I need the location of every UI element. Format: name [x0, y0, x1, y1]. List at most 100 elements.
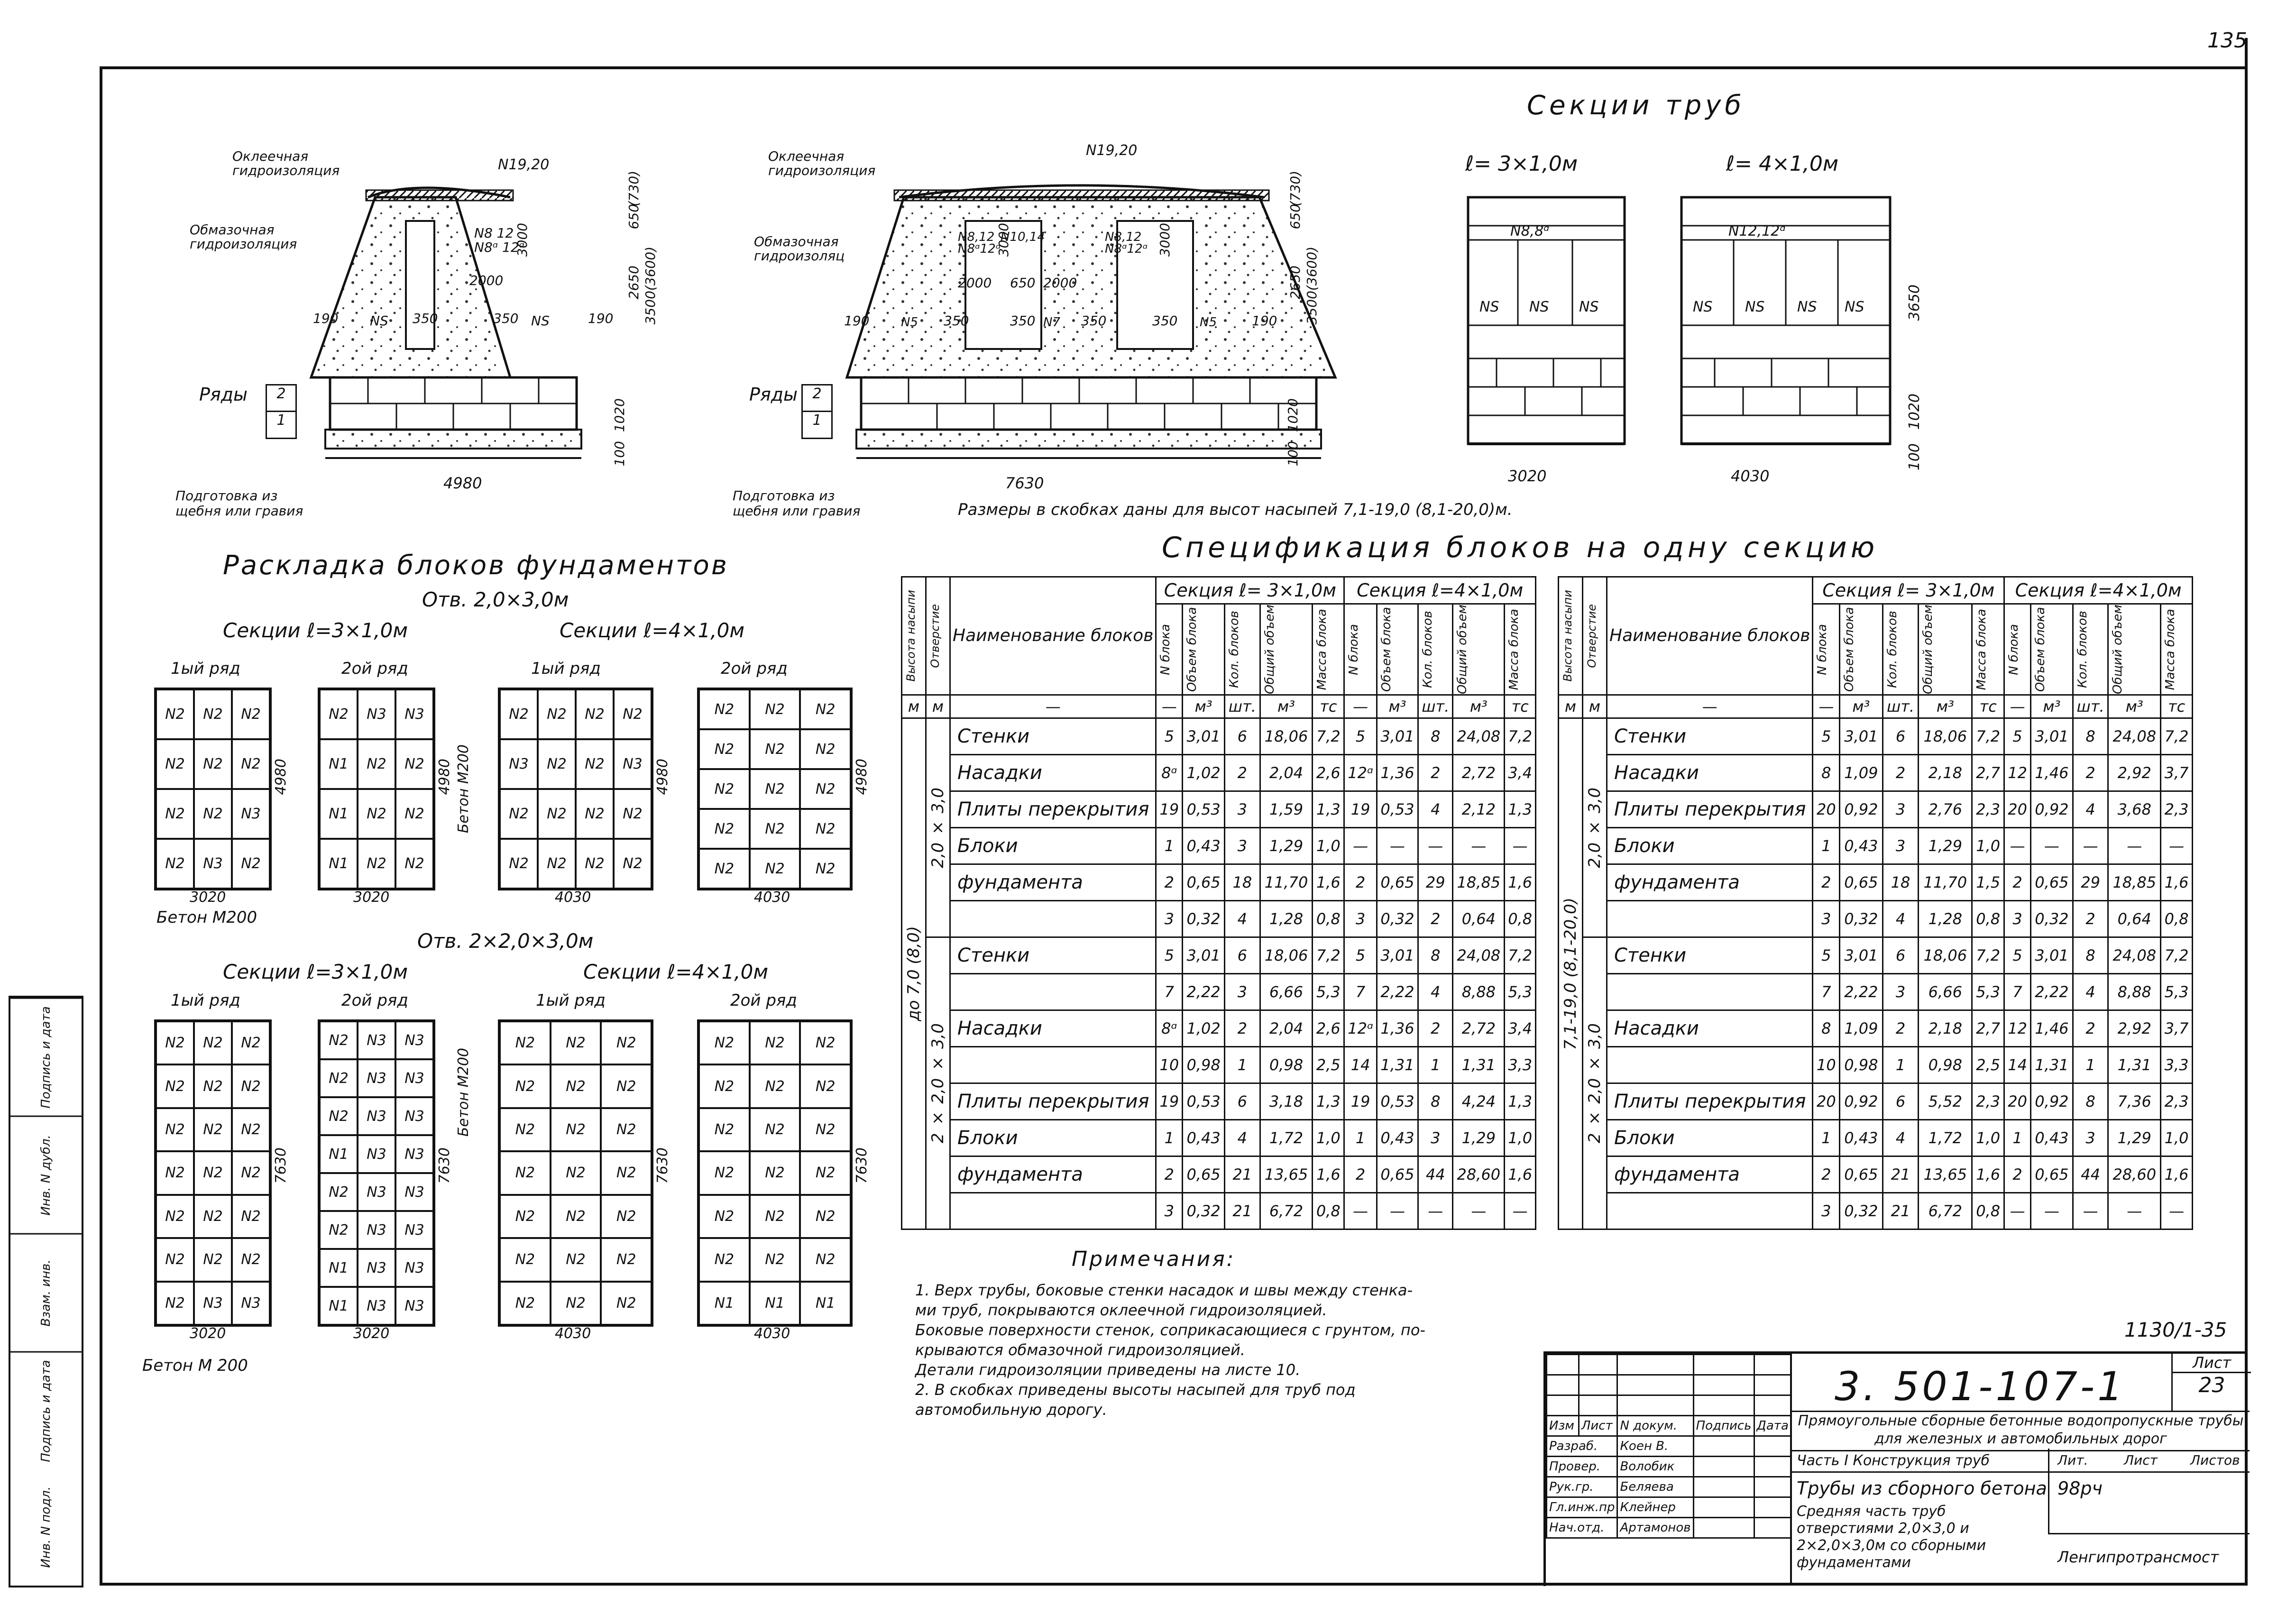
- block: N2: [500, 789, 538, 839]
- value-cell: 0,92: [1839, 1082, 1883, 1120]
- value-cell: 0,32: [2030, 899, 2074, 938]
- value-cell: 2,72: [1452, 753, 1506, 792]
- unit-cell: м: [1558, 694, 1583, 719]
- stamp-org: Ленгипротрансмост: [2057, 1548, 2219, 1566]
- value-cell: 7,2: [1971, 717, 2005, 755]
- value-cell: 0,43: [1182, 826, 1226, 865]
- ns-mark-5: NS: [1745, 299, 1765, 315]
- g8-height: 7630: [854, 1147, 870, 1184]
- side-label-1: Подпись и дата: [10, 998, 82, 1116]
- block-name: Блоки: [1606, 826, 1814, 865]
- stamp-person: Беляева: [1616, 1476, 1694, 1498]
- block: N3: [614, 739, 652, 789]
- stamp-title: Прямоугольные сборные бетонные водопропу…: [1792, 1411, 2250, 1451]
- mark-n8: N8,8ᵅ: [1510, 223, 1550, 239]
- block-name: фундамента: [949, 1155, 1157, 1193]
- value-cell: 0,65: [1376, 1155, 1419, 1193]
- value-cell: 1,46: [2030, 1009, 2074, 1047]
- value-cell: 2,3: [2160, 1082, 2193, 1120]
- height-cell: 7,1-19,0 (8,1-20,0): [1558, 717, 1583, 1230]
- stamp-sheet-box: Лист 23: [2171, 1354, 2251, 1411]
- stamp-list: Лист: [2124, 1452, 2158, 1468]
- value-cell: 20: [1812, 790, 1841, 828]
- hdr-sec3: Секция ℓ= 3×1,0м: [1812, 576, 2005, 605]
- cs2-dim-190-left: 190: [844, 313, 870, 329]
- value-cell: 0,65: [1839, 863, 1883, 901]
- value-cell: 0,32: [1839, 1192, 1883, 1230]
- value-cell: 1,29: [1918, 826, 1973, 865]
- block: N2: [538, 689, 576, 739]
- value-cell: 5,3: [1971, 973, 2005, 1011]
- value-cell: 14: [1343, 1046, 1378, 1084]
- block: N2: [232, 1064, 270, 1108]
- block: N3: [395, 1249, 433, 1287]
- value-cell: 6,66: [1259, 973, 1313, 1011]
- value-cell: 3,68: [2107, 790, 2162, 828]
- unit-cell: —: [1155, 694, 1184, 719]
- value-cell: 0,65: [1376, 863, 1419, 901]
- block-name: [1606, 973, 1814, 1011]
- value-cell: 2,3: [1971, 1082, 2005, 1120]
- value-cell: 6: [1882, 936, 1919, 974]
- value-cell: 2,76: [1918, 790, 1973, 828]
- side-label-4: Подпись и дата: [10, 1351, 82, 1469]
- stamp-head-izm: Изм: [1546, 1415, 1580, 1437]
- block: N2: [194, 1108, 232, 1152]
- value-cell: 1: [1224, 1046, 1261, 1084]
- value-cell: 3,18: [1259, 1082, 1313, 1120]
- block: N2: [699, 809, 750, 849]
- layout-title: Раскладка блоков фундаментов: [223, 550, 729, 581]
- block: N2: [550, 1021, 601, 1065]
- g5-height: 7630: [273, 1147, 289, 1184]
- stamp-code: 3. 501-107-1: [1835, 1363, 2126, 1410]
- block-name: Плиты перекрытия: [1606, 790, 1814, 828]
- value-cell: 1,28: [1259, 899, 1313, 938]
- cs2-dim-3000-right: 3000: [1157, 223, 1173, 257]
- block: N2: [156, 1281, 194, 1325]
- block: N2: [500, 839, 538, 889]
- value-cell: 1,6: [1971, 1155, 2005, 1193]
- block: N3: [232, 1281, 270, 1325]
- unit-cell: м: [901, 694, 927, 719]
- value-cell: 29: [2072, 863, 2109, 901]
- stamp-role: Разраб.: [1545, 1435, 1618, 1457]
- block: N2: [800, 809, 851, 849]
- stamp-sheet-code: 98рч: [2057, 1478, 2103, 1499]
- value-cell: 0,53: [1182, 1082, 1226, 1120]
- value-cell: 8: [2072, 717, 2109, 755]
- block: N2: [601, 1064, 652, 1108]
- stamp-head-date: Дата: [1753, 1415, 1792, 1437]
- value-cell: 1,09: [1839, 753, 1883, 792]
- value-cell: 7: [1812, 973, 1841, 1011]
- cs1-bedding: Подготовка из щебня или гравия: [175, 488, 303, 519]
- block: N2: [500, 1238, 551, 1282]
- block-name: [949, 1046, 1157, 1084]
- value-cell: 3: [1417, 1119, 1454, 1157]
- value-cell: 1,3: [1504, 790, 1536, 828]
- value-cell: 12ᵅ: [1343, 753, 1378, 792]
- value-cell: 1,36: [1376, 1009, 1419, 1047]
- note-line: ми труб, покрываются оклеечной гидроизол…: [915, 1301, 1327, 1319]
- value-cell: 1,3: [1312, 790, 1345, 828]
- value-cell: 1,02: [1182, 1009, 1226, 1047]
- block: N2: [749, 1021, 800, 1065]
- l2-row1-b: 1ый ряд: [536, 991, 606, 1010]
- height-cell: до 7,0 (8,0): [901, 717, 927, 1230]
- block: N2: [699, 1021, 750, 1065]
- value-cell: 21: [1224, 1155, 1261, 1193]
- cs2-dim-2000-left: 2000: [958, 275, 992, 291]
- ns-mark-4: NS: [1693, 299, 1713, 315]
- value-cell: 5: [1343, 717, 1378, 755]
- cs1-dim-1020: 1020: [612, 398, 627, 432]
- value-cell: —: [1376, 1192, 1419, 1230]
- value-cell: 0,32: [1182, 899, 1226, 938]
- cs2-mark-c: N10,14: [1001, 230, 1045, 244]
- value-cell: 3,4: [1504, 1009, 1536, 1047]
